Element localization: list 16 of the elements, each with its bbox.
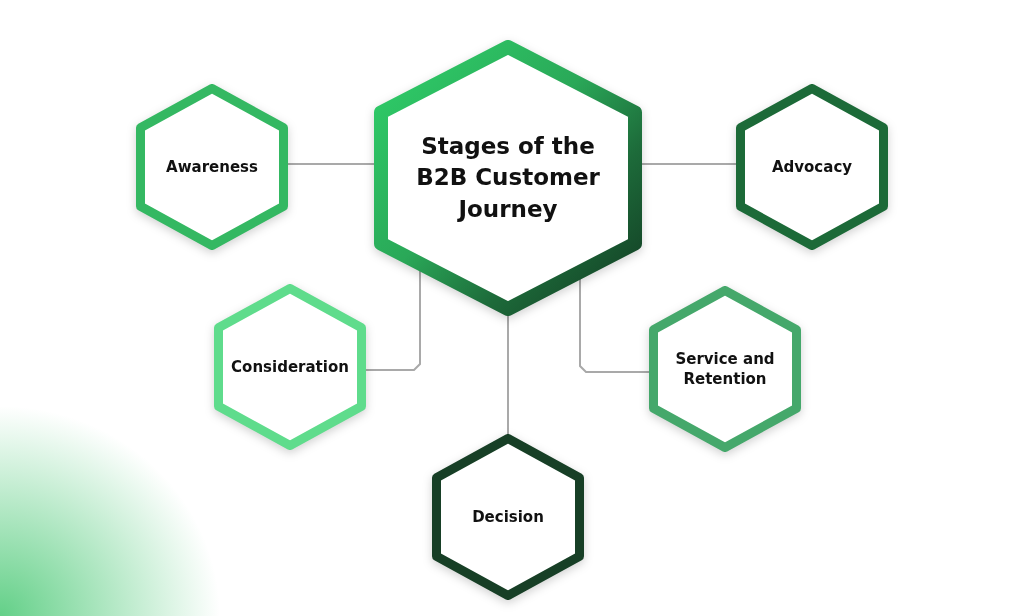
node-label: Advocacy	[771, 156, 853, 178]
node-label: Consideration	[231, 356, 349, 378]
node-label: Service and Retention	[674, 348, 776, 390]
hexagon-node	[214, 284, 366, 450]
node-label: Awareness	[166, 156, 258, 178]
hexagon-node	[136, 84, 288, 250]
connector-line	[287, 163, 375, 165]
connector-line	[365, 269, 421, 371]
connector-line	[507, 315, 509, 435]
node-label: Decision	[472, 506, 544, 528]
node-label: Stages of the B2B Customer Journey	[415, 132, 601, 224]
hexagon-node	[736, 84, 888, 250]
hexagon-node	[432, 434, 584, 600]
hexagon-node	[649, 286, 801, 452]
hexagon-node	[374, 40, 642, 316]
connector-line	[641, 163, 737, 165]
